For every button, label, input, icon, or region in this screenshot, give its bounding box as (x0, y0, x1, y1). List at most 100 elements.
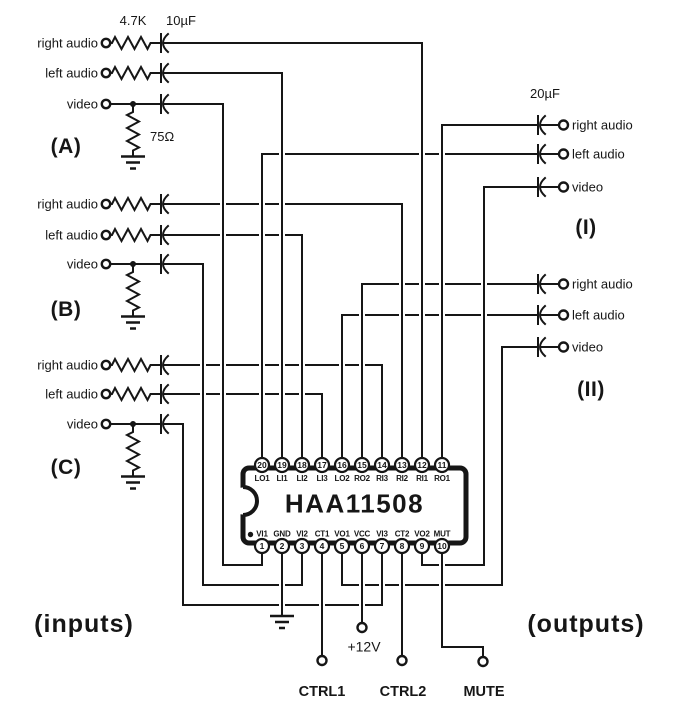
svg-text:19: 19 (277, 460, 287, 470)
chip-pin-11: 11 RO1 (433, 456, 451, 483)
wire-c-video-to-vi3 (163, 423, 383, 606)
svg-text:RI3: RI3 (376, 474, 389, 483)
wire-ro1-to-out1-right (441, 124, 538, 459)
svg-text:18: 18 (297, 460, 307, 470)
row-label-b-right-audio: right audio (37, 197, 98, 212)
wire-b-left-audio-to-li2 (163, 234, 303, 459)
svg-text:RO2: RO2 (354, 474, 371, 483)
row-label-c-left-audio: left audio (45, 387, 98, 402)
inputs-caption: (inputs) (34, 610, 134, 638)
resistor-b-right (109, 195, 162, 213)
wire-lo1-to-out1-left (261, 153, 538, 459)
chip-pin-1: 1 VI1 (253, 530, 271, 555)
svg-text:11: 11 (438, 460, 447, 470)
ctrl2-label: CTRL2 (380, 684, 427, 700)
input-terminal-a-left (100, 67, 112, 79)
row-label-a-video: video (67, 97, 98, 112)
svg-text:2: 2 (280, 541, 285, 551)
svg-text:14: 14 (377, 460, 387, 470)
capacitor-a-left (160, 62, 170, 84)
wire-a-right-audio-to-ri1 (163, 42, 423, 459)
section-tag-b: (B) (51, 298, 82, 321)
capacitor-c-right (160, 354, 170, 376)
capacitor-b-right (160, 193, 170, 215)
pin-circle (433, 456, 451, 474)
svg-text:VO1: VO1 (334, 530, 350, 539)
input-terminal-c-right (100, 359, 112, 371)
chip-pin-13: 13 RI2 (393, 456, 411, 483)
input-terminal-a-video (100, 98, 112, 110)
chip-pin-9: 9 VO2 (413, 530, 431, 555)
chip-pin-8: 8 CT2 (393, 530, 410, 555)
pin-circle (413, 537, 431, 555)
shunt-resistor-c (124, 423, 142, 478)
row-label-out1-right: right audio (572, 118, 633, 133)
row-label-c-video: video (67, 417, 98, 432)
wire-lo2-to-out2-left (341, 314, 538, 459)
supply-terminal (356, 621, 368, 634)
pin-circle (273, 537, 291, 555)
chip-haa11508: HAA11508 20 LO1 19 LI1 18 LI2 17 LI3 16 … (229, 456, 469, 555)
output-section-1: 20µF right audio left audio video (I) (530, 86, 633, 239)
capacitor-a-video (160, 93, 170, 115)
chip-pin-12: 12 RI1 (413, 456, 431, 483)
svg-text:8: 8 (400, 541, 405, 551)
resistor-c-right (109, 356, 162, 374)
pin-circle (373, 537, 391, 555)
svg-text:17: 17 (317, 460, 327, 470)
row-label-out2-right: right audio (572, 277, 633, 292)
svg-text:10: 10 (437, 541, 447, 551)
wire-mut-pin (441, 552, 484, 658)
pin-circle (353, 537, 371, 555)
input-cap-value: 10µF (166, 13, 196, 28)
row-label-b-left-audio: left audio (45, 228, 98, 243)
svg-text:RI1: RI1 (416, 474, 429, 483)
pin-circle (293, 537, 311, 555)
chip-pin-19: 19 LI1 (273, 456, 291, 483)
output-terminal-1-left (557, 148, 570, 160)
row-label-a-left-audio: left audio (45, 66, 98, 81)
pin-circle (353, 456, 371, 474)
ctrl2-terminal (396, 654, 408, 667)
svg-text:LI1: LI1 (277, 474, 289, 483)
chip-pin-2: 2 GND (273, 530, 291, 555)
mute-terminal (477, 655, 489, 668)
svg-text:LI3: LI3 (317, 474, 329, 483)
row-label-out2-left: left audio (572, 308, 625, 323)
output-terminal-2-right (557, 278, 570, 290)
chip-notch-mask (229, 487, 257, 515)
chip-pin-14: 14 RI3 (373, 456, 391, 483)
capacitor-c-video (160, 413, 170, 435)
input-section-c: right audio left audio video (C) (37, 354, 170, 490)
wire-a-left-audio-to-li1 (163, 72, 283, 459)
output-section-2: right audio left audio video (II) (537, 273, 633, 401)
ctrl1-terminal (316, 654, 328, 667)
row-label-a-right-audio: right audio (37, 36, 98, 51)
pin-circle (313, 456, 331, 474)
resistor-b-left (109, 226, 162, 244)
capacitor-b-video (160, 253, 170, 275)
shunt-resistor-a (124, 103, 142, 158)
resistor-c-left (109, 385, 162, 403)
chip-name: HAA11508 (285, 489, 424, 519)
section-tag-a: (A) (51, 135, 82, 158)
row-label-out1-left: left audio (572, 147, 625, 162)
input-terminal-c-left (100, 388, 112, 400)
svg-text:RO1: RO1 (434, 474, 451, 483)
pin-circle (293, 456, 311, 474)
section-tag-1: (I) (575, 216, 596, 239)
svg-text:VO2: VO2 (414, 530, 430, 539)
ground-c (121, 475, 145, 490)
pin-circle (373, 456, 391, 474)
svg-text:6: 6 (360, 541, 365, 551)
svg-text:LO2: LO2 (335, 474, 351, 483)
chip-pin-10: 10 MUT (434, 530, 451, 555)
section-tag-c: (C) (51, 456, 82, 479)
row-label-b-video: video (67, 257, 98, 272)
resistor-a-right (109, 34, 162, 52)
pin-circle (333, 456, 351, 474)
svg-text:VI3: VI3 (376, 530, 388, 539)
pin1-indicator-dot (247, 531, 254, 538)
chip-pin-16: 16 LO2 (333, 456, 351, 483)
svg-text:1: 1 (260, 541, 265, 551)
